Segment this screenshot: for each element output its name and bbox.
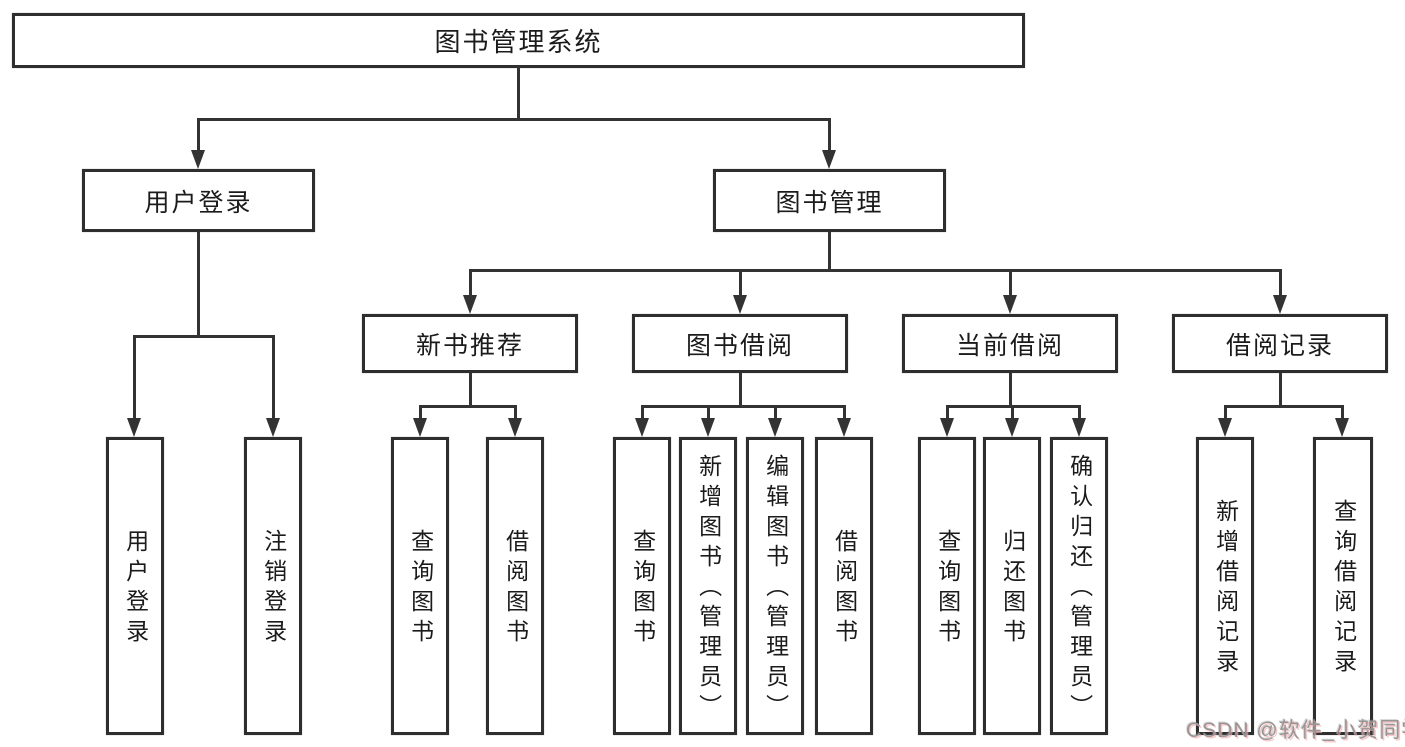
connector-line	[843, 405, 846, 421]
leaf-edit-books-admin: 编辑图书（管理员）	[746, 437, 804, 735]
connector-line	[469, 373, 472, 407]
node-book-management: 图书管理	[713, 169, 946, 232]
csdn-watermark: CSDN @软件_小贺同学	[1186, 719, 1405, 742]
connector-line	[828, 232, 831, 271]
connector-arrowhead	[266, 418, 280, 437]
connector-line	[1341, 405, 1344, 421]
connector-arrowhead	[768, 418, 782, 437]
connector-line	[197, 232, 200, 336]
connector-arrowhead	[191, 150, 205, 169]
leaf-query-borrow-record: 查询借阅记录	[1313, 437, 1373, 735]
connector-line	[641, 405, 845, 408]
node-current-borrow: 当前借阅	[902, 314, 1118, 373]
node-new-book-recommend: 新书推荐	[362, 314, 578, 373]
leaf-borrow-books: 借阅图书	[815, 437, 873, 735]
leaf-confirm-return-admin: 确认归还（管理员）	[1050, 437, 1108, 735]
connector-line	[469, 269, 1281, 272]
connector-line	[1224, 405, 1343, 408]
connector-arrowhead	[701, 418, 715, 437]
connector-line	[828, 118, 831, 152]
leaf-query-books-recommend: 查询图书	[391, 437, 449, 735]
connector-line	[1009, 269, 1012, 297]
connector-line	[133, 335, 136, 421]
connector-line	[1224, 405, 1227, 421]
connector-arrowhead	[508, 418, 522, 437]
connector-line	[774, 405, 777, 421]
connector-line	[946, 405, 949, 421]
connector-arrowhead	[1072, 418, 1086, 437]
leaf-add-books-admin: 新增图书（管理员）	[679, 437, 737, 735]
connector-line	[1279, 373, 1282, 407]
connector-line	[469, 269, 472, 297]
connector-line	[641, 405, 644, 421]
connector-arrowhead	[463, 295, 477, 314]
leaf-logout: 注销登录	[244, 437, 302, 735]
connector-line	[1078, 405, 1081, 421]
connector-arrowhead	[1218, 418, 1232, 437]
connector-line	[419, 405, 516, 408]
leaf-add-borrow-record: 新增借阅记录	[1196, 437, 1254, 735]
connector-line	[272, 335, 275, 421]
connector-line	[1011, 405, 1014, 421]
connector-arrowhead	[822, 150, 836, 169]
connector-arrowhead	[127, 418, 141, 437]
connector-arrowhead	[940, 418, 954, 437]
connector-arrowhead	[1273, 295, 1287, 314]
connector-line	[1009, 373, 1012, 407]
connector-arrowhead	[1003, 295, 1017, 314]
connector-line	[133, 335, 275, 338]
connector-line	[707, 405, 710, 421]
connector-arrowhead	[413, 418, 427, 437]
node-system-root: 图书管理系统	[12, 13, 1025, 68]
connector-line	[514, 405, 517, 421]
connector-line	[739, 269, 742, 297]
node-borrow-records: 借阅记录	[1172, 314, 1388, 373]
connector-line	[739, 373, 742, 407]
connector-line	[197, 118, 200, 152]
leaf-user-login: 用户登录	[106, 437, 164, 735]
connector-arrowhead	[635, 418, 649, 437]
leaf-query-books-current: 查询图书	[918, 437, 976, 735]
node-book-borrow: 图书借阅	[632, 314, 848, 373]
connector-line	[1279, 269, 1282, 297]
connector-arrowhead	[837, 418, 851, 437]
connector-arrowhead	[1005, 418, 1019, 437]
connector-arrowhead	[733, 295, 747, 314]
connector-line	[517, 66, 520, 119]
connector-line	[197, 118, 831, 121]
leaf-return-books: 归还图书	[983, 437, 1041, 735]
node-user-login: 用户登录	[82, 169, 315, 232]
connector-arrowhead	[1335, 418, 1349, 437]
connector-line	[419, 405, 422, 421]
leaf-borrow-books-recommend: 借阅图书	[486, 437, 544, 735]
leaf-query-books-borrow: 查询图书	[613, 437, 671, 735]
